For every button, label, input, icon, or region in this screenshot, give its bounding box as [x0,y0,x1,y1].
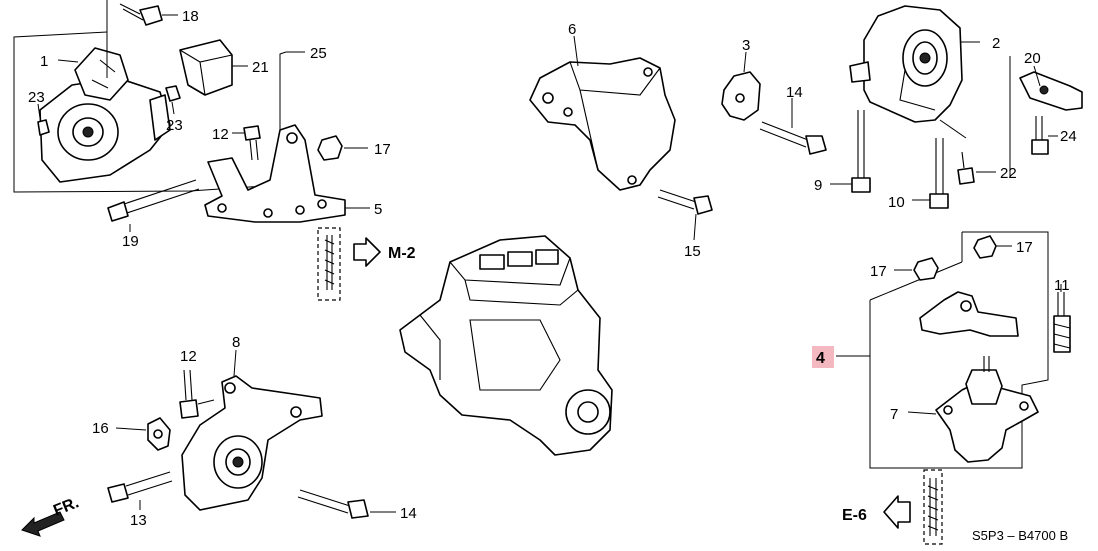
label-11: 11 [1054,277,1070,294]
label-1: 1 [40,53,48,70]
mount-2 [849,5,980,123]
mount-1-assembly [39,47,171,183]
label-4: 4 [816,350,825,367]
bolt-12-bottom [179,369,215,419]
bolt-24 [1031,116,1058,155]
bolt-19 [107,179,200,232]
label-12-bottom: 12 [180,348,197,365]
bolt-9 [830,110,871,193]
label-20: 20 [1024,50,1041,67]
engine-block [399,235,613,456]
label-23-left: 23 [28,89,45,106]
label-14-top: 14 [786,84,803,101]
bolt-13 [107,471,173,510]
bracket-3 [721,51,761,121]
bolt-15 [657,189,713,241]
label-14-bottom: 14 [400,505,417,522]
front-label: FR. [51,494,81,519]
bolt-12-top [232,125,261,161]
label-16: 16 [92,420,109,437]
label-13: 13 [130,512,147,529]
bracket-20 [1019,65,1083,111]
nut-17-right-upper [973,235,1012,259]
label-22: 22 [1000,165,1017,182]
group-25-frame [13,31,305,193]
ref-m2: M-2 [388,245,416,262]
diagram-code: S5P3 – B4700 B [972,528,1068,543]
bracket-6 [529,35,676,191]
bolt-14-bottom [297,489,396,519]
nut-17-top [317,135,368,161]
label-15: 15 [684,243,701,260]
bolt-22 [939,119,996,185]
upper-bracket-4 [919,291,1019,337]
bracket-16 [115,417,171,451]
bolt-14-top [759,98,827,155]
label-21: 21 [252,59,269,76]
highlight-label-4 [812,346,834,368]
label-10: 10 [888,194,905,211]
front-arrow [21,511,65,537]
arrow-m2 [353,237,381,267]
bracket-5 [204,124,370,223]
label-19: 19 [122,233,139,250]
arrow-e6 [883,495,911,529]
leader-1 [57,59,79,63]
label-17-right-lower: 17 [870,263,887,280]
stud-dashed-box [317,227,341,301]
label-2: 2 [992,35,1000,52]
label-18: 18 [182,8,199,25]
bracket-21 [179,39,248,96]
label-24: 24 [1060,128,1077,145]
label-6: 6 [568,21,576,38]
bolt-11 [1053,284,1071,353]
bolt-18 [119,3,178,26]
group-4-frame [836,231,1049,469]
label-8: 8 [232,334,240,351]
stud-dashed-box-bottom [923,469,943,545]
label-3: 3 [742,37,750,54]
mount-8 [181,349,323,511]
bolt-10 [912,138,949,209]
label-9: 9 [814,177,822,194]
ref-e6: E-6 [842,507,867,524]
label-12-top: 12 [212,126,229,143]
mount-7 [907,356,1039,463]
label-25: 25 [310,45,327,62]
bolts-23 [37,85,181,136]
label-17-top: 17 [374,141,391,158]
nut-17-right-lower [894,257,939,281]
label-23-right: 23 [166,117,183,134]
label-7: 7 [890,406,898,423]
label-17-right-upper: 17 [1016,239,1033,256]
label-5: 5 [374,201,382,218]
